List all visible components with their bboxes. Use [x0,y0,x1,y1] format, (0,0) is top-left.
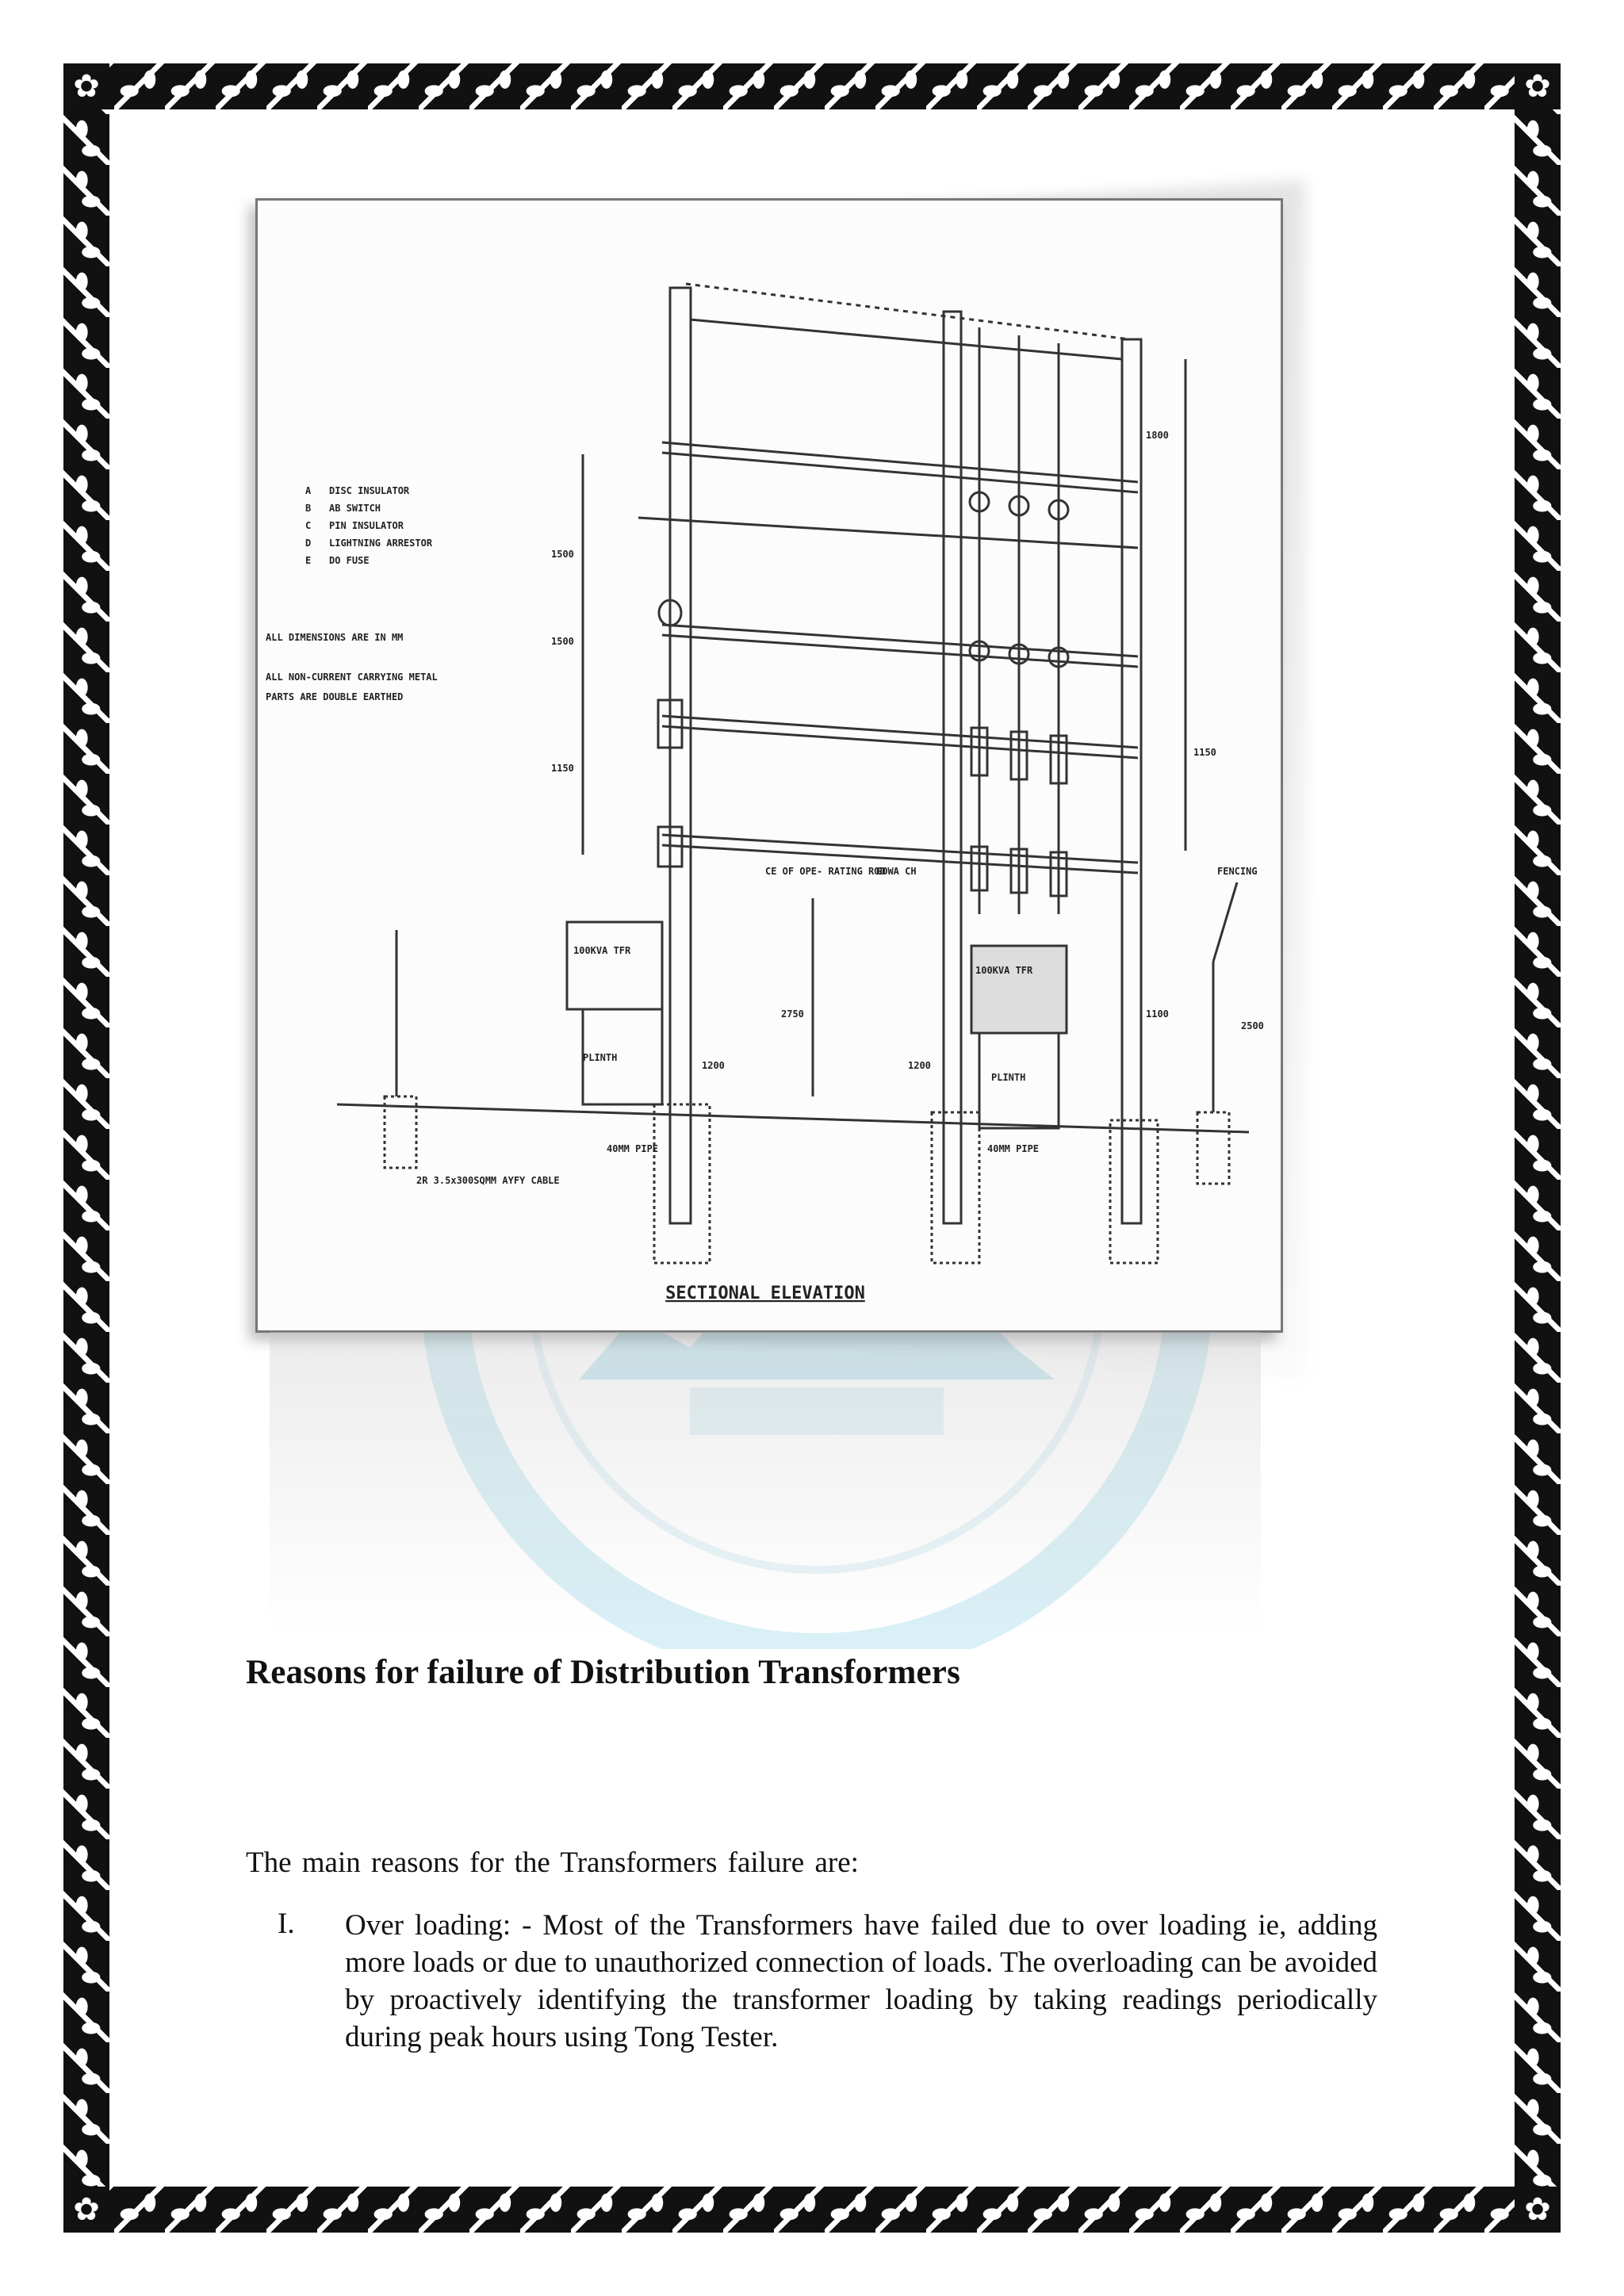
corner-ornament-icon: ✿ [63,2187,109,2233]
dimension-label: 1100 [1146,1008,1169,1020]
corner-ornament-icon: ✿ [63,63,109,109]
corner-ornament-icon: ✿ [1515,2187,1561,2233]
reasons-list: I. Over loading: - Most of the Transform… [270,1907,1380,2056]
dimension-label: 1500 [551,636,574,647]
earth-pipe-label: 40MM PIPE [987,1143,1039,1154]
earth-pipe-label: 40MM PIPE [607,1143,658,1154]
dimension-label: 1150 [1193,747,1216,758]
legend-text-e: DO FUSE [329,555,370,566]
dimension-label: 1800 [1146,430,1169,441]
dimension-label: 2500 [1241,1020,1264,1031]
right-transformer [970,944,1068,1035]
intro-paragraph: The main reasons for the Transformers fa… [246,1846,859,1879]
fencing-label: FENCING [1217,866,1258,877]
gowa-label: GOWA CH [876,866,917,877]
left-pole [668,286,692,1225]
drawing-notes: ALL DIMENSIONS ARE IN MM ALL NON-CURRENT… [266,632,438,702]
dimension-label: 1150 [551,763,574,774]
list-item: I. Over loading: - Most of the Transform… [270,1907,1380,2056]
legend-key-c: C [305,520,311,531]
transformer-label: 100KVA TFR [573,945,631,956]
section-heading: Reasons for failure of Distribution Tran… [246,1654,961,1691]
page-border-right [1515,63,1561,2233]
page-border-top [63,63,1561,109]
legend-text-a: DISC INSULATOR [329,485,410,496]
page-border-left [63,63,109,2233]
operating-rod-label: CE OF OPE- RATING ROD [765,866,886,877]
note-line: ALL DIMENSIONS ARE IN MM [266,632,403,643]
page-border-bottom [63,2187,1561,2233]
list-numeral: I. [278,1908,295,1940]
note-line: PARTS ARE DOUBLE EARTHED [266,691,403,702]
centre-pole [942,310,963,1225]
right-pole [1120,338,1143,1225]
list-item-text: Over loading: - Most of the Transformers… [345,1909,1377,2053]
note-line: ALL NON-CURRENT CARRYING METAL [266,672,438,683]
plinth-label: PLINTH [583,1052,617,1063]
legend-key-d: D [305,538,311,549]
transformer-label: 100KVA TFR [975,965,1033,976]
legend-text-c: PIN INSULATOR [329,520,404,531]
drawing-legend: A DISC INSULATOR B AB SWITCH C PIN INSUL… [305,485,433,566]
legend-text-b: AB SWITCH [329,503,381,514]
insulator-stack [968,491,1070,897]
cable-label: 2R 3.5x300SQMM AYFY CABLE [416,1175,560,1186]
sectional-elevation-drawing: A DISC INSULATOR B AB SWITCH C PIN INSUL… [266,282,1264,1303]
drawing-caption: SECTIONAL ELEVATION [665,1284,865,1303]
dimension-label: 1200 [702,1060,725,1071]
dimension-label: 1200 [908,1060,931,1071]
legend-key-a: A [305,485,312,496]
dimension-label: 2750 [781,1008,804,1020]
legend-text-d: LIGHTNING ARRESTOR [329,538,433,549]
substation-drawing: A DISC INSULATOR B AB SWITCH C PIN INSUL… [255,198,1283,1333]
legend-key-e: E [305,555,311,566]
plinth-label: PLINTH [991,1072,1025,1083]
legend-key-b: B [305,503,311,514]
dimension-label: 1500 [551,549,574,560]
left-transformer [565,920,664,1011]
corner-ornament-icon: ✿ [1515,63,1561,109]
figure-reflection [270,1332,1261,1633]
